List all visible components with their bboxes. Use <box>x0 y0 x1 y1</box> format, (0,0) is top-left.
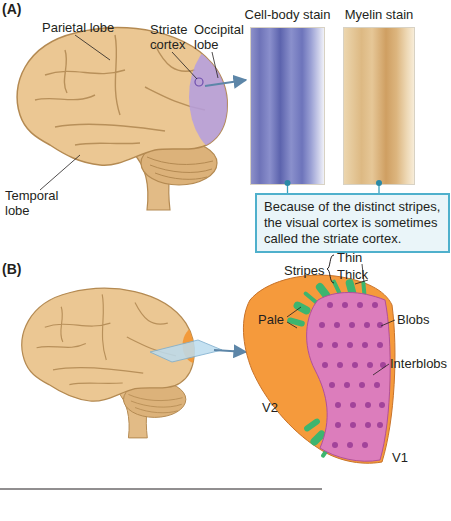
footnote-rule <box>0 489 322 490</box>
blob <box>357 302 363 308</box>
blob <box>377 422 383 428</box>
blob <box>335 402 341 408</box>
v2-region <box>243 275 395 463</box>
blob <box>344 382 350 388</box>
blob <box>362 342 368 348</box>
blob-group <box>317 302 386 448</box>
panel-letter: (A) <box>2 2 21 17</box>
view-arrow <box>214 350 246 352</box>
blob <box>372 302 378 308</box>
lobe-label: Temporal lobe <box>5 188 65 218</box>
leader-line <box>172 52 197 79</box>
blob <box>349 322 355 328</box>
blob <box>374 382 380 388</box>
blob <box>319 322 325 328</box>
blob <box>317 342 323 348</box>
region-label: Striate cortex <box>150 22 198 52</box>
leader-line <box>40 155 80 190</box>
blob <box>337 362 343 368</box>
stain-panel: Cell-body stain <box>250 27 325 185</box>
leader-line <box>287 307 301 317</box>
stain-panel: Myelin stain <box>343 27 415 185</box>
leader-line <box>373 364 389 375</box>
callout-text: Because of the distinct stripes, the vis… <box>264 199 441 247</box>
v1-region <box>307 293 391 462</box>
blob <box>367 362 373 368</box>
blob <box>365 402 371 408</box>
stripe <box>292 300 312 316</box>
structure-label: Thick <box>337 267 368 282</box>
structure-label: Stripes <box>284 263 324 278</box>
panel-heading: Myelin stain <box>345 7 414 22</box>
blob <box>322 362 328 368</box>
blob <box>377 322 383 328</box>
leader-line <box>287 322 297 328</box>
blob <box>335 422 341 428</box>
blob <box>362 442 368 448</box>
structure-label: Blobs <box>397 312 430 327</box>
blob <box>332 342 338 348</box>
blob <box>359 382 365 388</box>
stripe <box>303 417 321 432</box>
leader-line <box>381 320 395 326</box>
area-label: V2 <box>262 400 278 415</box>
panel-letter: (B) <box>2 262 21 277</box>
callout-box: Because of the distinct stripes, the vis… <box>255 193 450 253</box>
structure-label: Thin <box>337 250 362 265</box>
brace <box>327 255 334 283</box>
blob <box>379 402 385 408</box>
leader-line <box>75 35 110 60</box>
blob <box>329 382 335 388</box>
area-label: V1 <box>392 450 408 465</box>
leader-connector <box>287 185 288 193</box>
brain-illustration <box>22 288 194 438</box>
blob <box>342 302 348 308</box>
leader-line <box>212 52 218 78</box>
blob <box>350 402 356 408</box>
lobe-label: Occipital lobe <box>194 22 250 52</box>
blob <box>364 322 370 328</box>
blob <box>334 322 340 328</box>
blob <box>332 442 338 448</box>
striate-marker <box>195 78 203 86</box>
blob <box>352 362 358 368</box>
leader-connector <box>378 185 379 193</box>
stripe <box>287 317 306 327</box>
blob <box>347 442 353 448</box>
panel-heading: Cell-body stain <box>245 7 331 22</box>
lobe-label: Parietal lobe <box>42 20 114 35</box>
blob <box>327 302 333 308</box>
view-arrow <box>205 80 246 86</box>
structure-label: Pale <box>258 312 284 327</box>
blob <box>365 422 371 428</box>
blob <box>350 422 356 428</box>
blob <box>347 342 353 348</box>
blob <box>377 342 383 348</box>
structure-label: Interblobs <box>390 356 447 371</box>
section-plane <box>150 340 222 362</box>
